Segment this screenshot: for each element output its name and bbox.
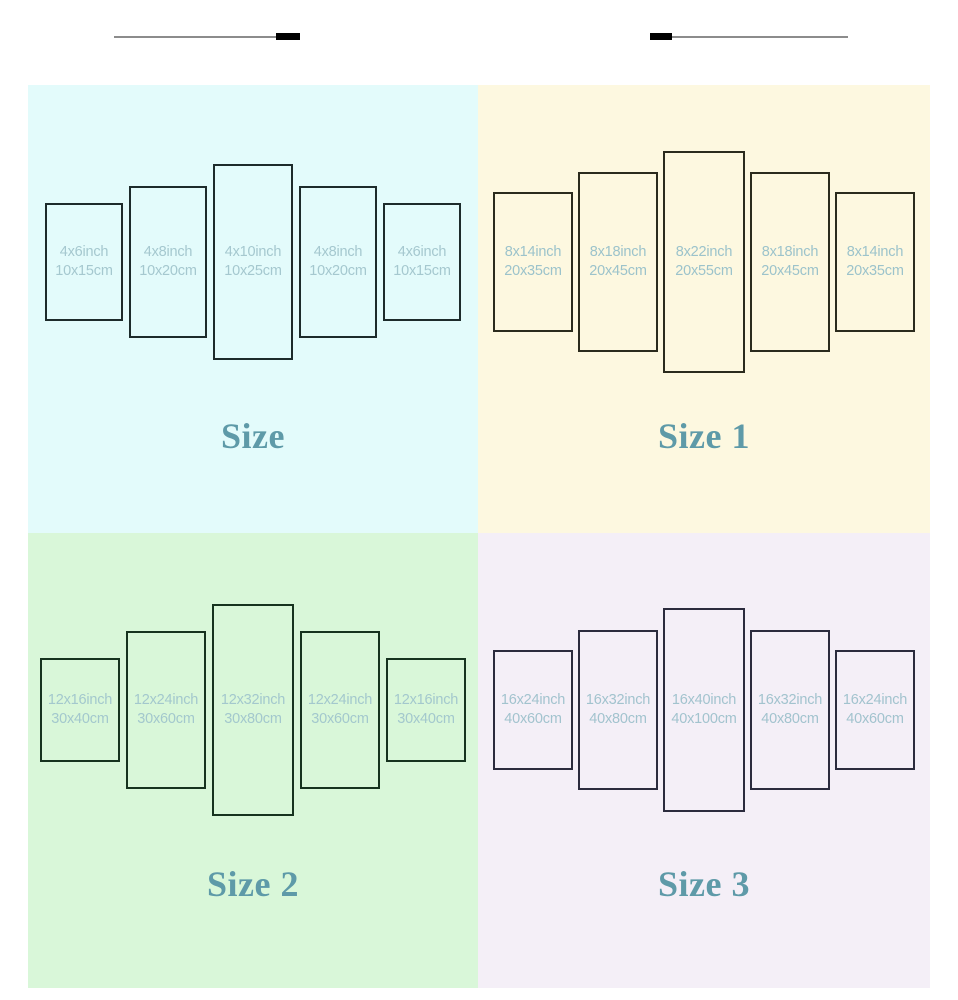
frame-size-cm: 10x15cm <box>55 263 113 279</box>
frame-size-cm: 30x60cm <box>137 711 195 727</box>
canvas-frame[interactable]: 4x8inch 10x20cm <box>129 186 207 338</box>
right-rule-thumb[interactable] <box>650 33 672 40</box>
frame-size-cm: 30x80cm <box>224 711 282 727</box>
canvas-frame[interactable]: 4x10inch 10x25cm <box>213 164 293 360</box>
frame-size-inch: 8x18inch <box>589 244 647 261</box>
frame-size-cm: 40x100cm <box>671 711 737 727</box>
frame-size-cm: 30x40cm <box>51 711 109 727</box>
canvas-frame[interactable]: 4x8inch 10x20cm <box>299 186 377 338</box>
size-panel-grid: 4x6inch 10x15cm 4x8inch 10x20cm 4x10inch 10x2… <box>28 85 930 988</box>
canvas-frame[interactable]: 8x18inch 20x45cm <box>578 172 658 352</box>
canvas-frame[interactable]: 8x14inch 20x35cm <box>835 192 915 332</box>
frame-size-inch: 12x24inch <box>133 692 199 709</box>
frame-size-inch: 16x24inch <box>842 692 908 709</box>
canvas-frame[interactable]: 8x14inch 20x35cm <box>493 192 573 332</box>
frame-size-inch: 12x16inch <box>393 692 459 709</box>
canvas-frame[interactable]: 16x32inch 40x80cm <box>750 630 830 790</box>
frame-size-inch: 16x40inch <box>671 692 737 709</box>
frame-size-inch: 12x16inch <box>47 692 113 709</box>
canvas-frame[interactable]: 12x24inch 30x60cm <box>300 631 380 789</box>
frame-size-cm: 30x40cm <box>397 711 455 727</box>
frame-size-inch: 4x6inch <box>59 244 109 261</box>
canvas-frame[interactable]: 16x40inch 40x100cm <box>663 608 745 812</box>
panel-size-1-caption: Size 1 <box>658 416 750 456</box>
canvas-frame[interactable]: 12x16inch 30x40cm <box>386 658 466 762</box>
frame-size-cm: 40x80cm <box>761 711 819 727</box>
frame-size-inch: 12x32inch <box>220 692 286 709</box>
frame-size-cm: 40x80cm <box>589 711 647 727</box>
canvas-frame[interactable]: 16x24inch 40x60cm <box>493 650 573 770</box>
frame-size-inch: 8x14inch <box>846 244 904 261</box>
frame-size-inch: 4x8inch <box>313 244 363 261</box>
panel-size-3-frame-cluster: 16x24inch 40x60cm 16x32inch 40x80cm 16x40inc… <box>478 585 930 835</box>
frame-size-inch: 4x10inch <box>224 244 282 261</box>
panel-size[interactable]: 4x6inch 10x15cm 4x8inch 10x20cm 4x10inch 10x2… <box>28 85 478 533</box>
frame-size-inch: 12x24inch <box>307 692 373 709</box>
frame-size-cm: 40x60cm <box>504 711 562 727</box>
panel-size-2-frame-cluster: 12x16inch 30x40cm 12x24inch 30x60cm 12x32inc… <box>28 585 478 835</box>
canvas-frame[interactable]: 8x22inch 20x55cm <box>663 151 745 373</box>
frame-size-inch: 16x32inch <box>585 692 651 709</box>
frame-size-inch: 8x14inch <box>504 244 562 261</box>
frame-size-cm: 20x55cm <box>675 263 733 279</box>
panel-size-caption: Size <box>221 416 285 456</box>
left-rule-thumb[interactable] <box>276 33 300 40</box>
canvas-frame[interactable]: 16x32inch 40x80cm <box>578 630 658 790</box>
frame-size-cm: 20x35cm <box>846 263 904 279</box>
canvas-frame[interactable]: 8x18inch 20x45cm <box>750 172 830 352</box>
frame-size-inch: 16x24inch <box>500 692 566 709</box>
panel-size-3[interactable]: 16x24inch 40x60cm 16x32inch 40x80cm 16x40inc… <box>478 533 930 988</box>
canvas-frame[interactable]: 12x24inch 30x60cm <box>126 631 206 789</box>
canvas-frame[interactable]: 16x24inch 40x60cm <box>835 650 915 770</box>
frame-size-inch: 8x22inch <box>675 244 733 261</box>
canvas-frame[interactable]: 12x16inch 30x40cm <box>40 658 120 762</box>
frame-size-cm: 10x20cm <box>139 263 197 279</box>
frame-size-inch: 16x32inch <box>757 692 823 709</box>
frame-size-inch: 4x8inch <box>143 244 193 261</box>
frame-size-cm: 20x45cm <box>761 263 819 279</box>
panel-size-3-caption: Size 3 <box>658 864 750 904</box>
frame-size-cm: 20x35cm <box>504 263 562 279</box>
canvas-frame[interactable]: 4x6inch 10x15cm <box>383 203 461 321</box>
frame-size-cm: 10x25cm <box>224 263 282 279</box>
right-rule-track[interactable] <box>652 36 848 38</box>
panel-size-frame-cluster: 4x6inch 10x15cm 4x8inch 10x20cm 4x10inch 10x2… <box>28 137 478 387</box>
frame-size-cm: 30x60cm <box>311 711 369 727</box>
panel-size-1-frame-cluster: 8x14inch 20x35cm 8x18inch 20x45cm 8x22inch 20… <box>478 137 930 387</box>
panel-size-1[interactable]: 8x14inch 20x35cm 8x18inch 20x45cm 8x22inch 20… <box>478 85 930 533</box>
frame-size-inch: 4x6inch <box>397 244 447 261</box>
panel-size-2-caption: Size 2 <box>207 864 299 904</box>
frame-size-cm: 10x15cm <box>393 263 451 279</box>
canvas-frame[interactable]: 12x32inch 30x80cm <box>212 604 294 816</box>
canvas-frame[interactable]: 4x6inch 10x15cm <box>45 203 123 321</box>
left-rule-track[interactable] <box>114 36 294 38</box>
frame-size-cm: 10x20cm <box>309 263 367 279</box>
frame-size-cm: 20x45cm <box>589 263 647 279</box>
frame-size-inch: 8x18inch <box>761 244 819 261</box>
panel-size-2[interactable]: 12x16inch 30x40cm 12x24inch 30x60cm 12x32inc… <box>28 533 478 988</box>
frame-size-cm: 40x60cm <box>846 711 904 727</box>
